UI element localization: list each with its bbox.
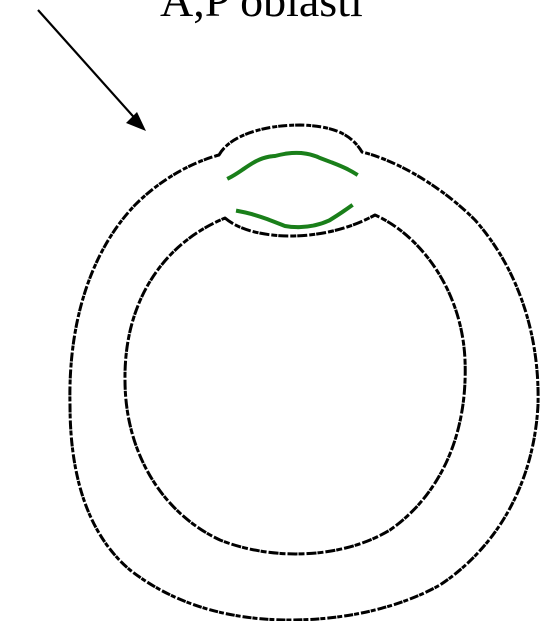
inner-ring: [125, 215, 465, 554]
green-arc-upper: [229, 153, 356, 178]
green-arc-lower: [238, 206, 351, 227]
arrow-icon: [38, 10, 146, 131]
outer-ring: [70, 125, 538, 620]
